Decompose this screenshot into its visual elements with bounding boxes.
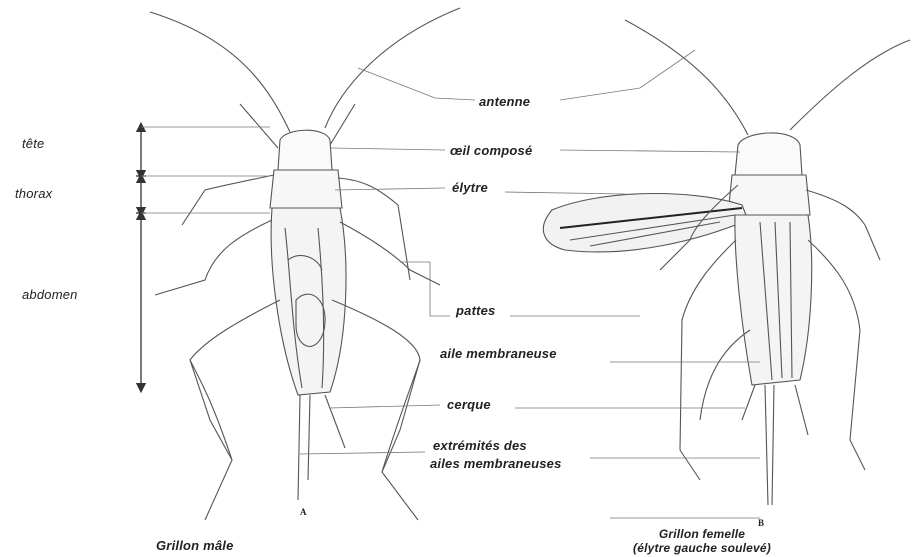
caption-female-line1: Grillon femelle [659, 527, 745, 541]
label-legs: pattes [456, 303, 496, 318]
label-antenna: antenne [479, 94, 530, 109]
label-membranous-wing: aile membraneuse [440, 346, 557, 361]
body-region-scale [136, 127, 146, 388]
label-thorax: thorax [15, 186, 52, 201]
caption-female-line2: (élytre gauche soulevé) [633, 541, 771, 555]
label-compound-eye: œil composé [450, 143, 532, 158]
marker-male: A [300, 507, 307, 517]
label-head: tête [22, 136, 44, 151]
marker-female: B [758, 518, 764, 528]
label-wing-tips-line1: extrémités des [433, 438, 527, 453]
label-wing-tips-line2: ailes membraneuses [430, 456, 562, 471]
male-cricket [150, 8, 460, 520]
label-abdomen: abdomen [22, 287, 78, 302]
caption-male: Grillon mâle [156, 538, 234, 553]
label-cercus: cerque [447, 397, 491, 412]
female-cricket [543, 20, 910, 505]
label-elytra: élytre [452, 180, 488, 195]
